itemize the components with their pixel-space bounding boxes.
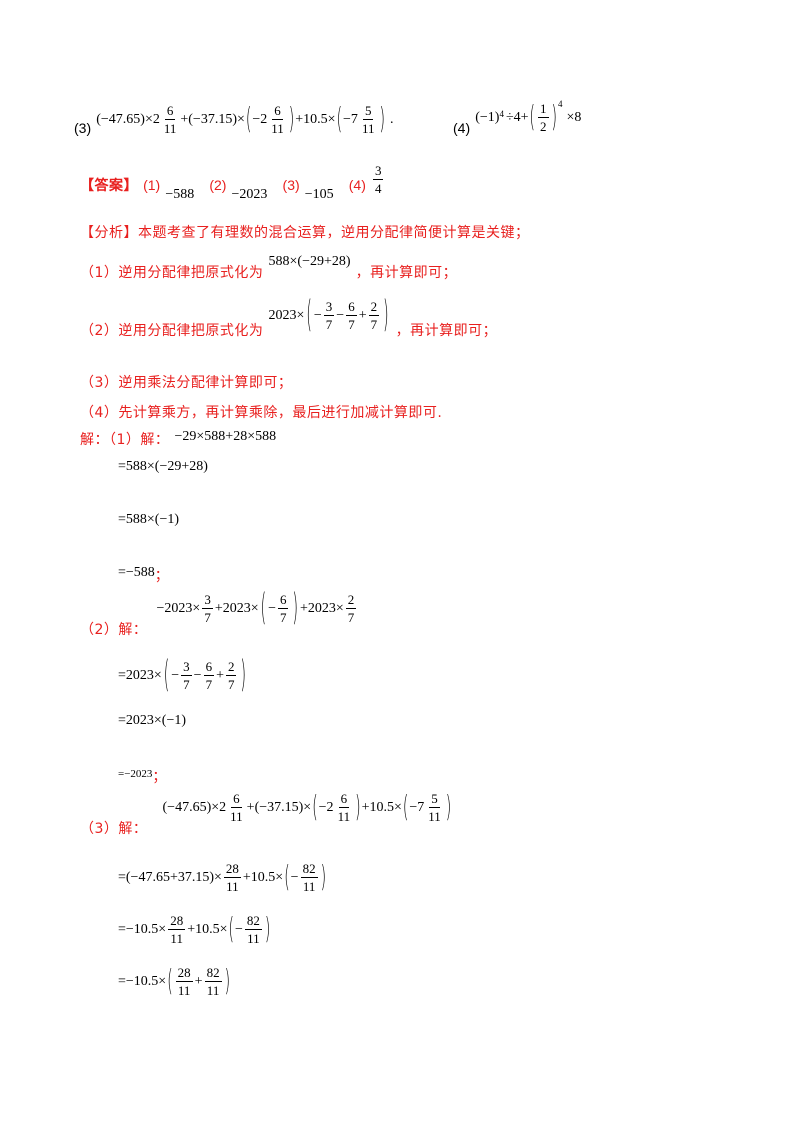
analysis-item-3: （3）逆用乘法分配律计算即可； [80,375,293,391]
problem-4-label: (4) [453,119,471,136]
solution-1-step-2: =588×(−1) [118,512,180,527]
problem-3-label: (3) [74,119,92,136]
answer-tag: 【答案】 [80,178,138,194]
analysis-item-4: （4）先计算乘方，再计算乘除，最后进行加减计算即可. [80,405,443,421]
answer-2-value: −2023 [231,187,268,202]
analysis-item-1: （1）逆用分配律把原式化为 588×(−29+28) ，再计算即可； [80,254,458,281]
answer-1-value: −588 [165,187,195,202]
answer-3-value: −105 [304,187,334,202]
solution-1-step-1: =588×(−29+28) [118,459,208,474]
solution-2-step-2: =2023×(−1) [118,713,187,728]
solution-1-head: 解：（1）解： −29×588+28×588 [80,429,277,448]
solution-2-step-3: =−2023； [118,768,167,785]
solution-1-step-3: =−588； [118,565,170,584]
analysis-intro: 【分析】本题考查了有理数的混合运算，逆用分配律简便计算是关键； [80,225,530,241]
